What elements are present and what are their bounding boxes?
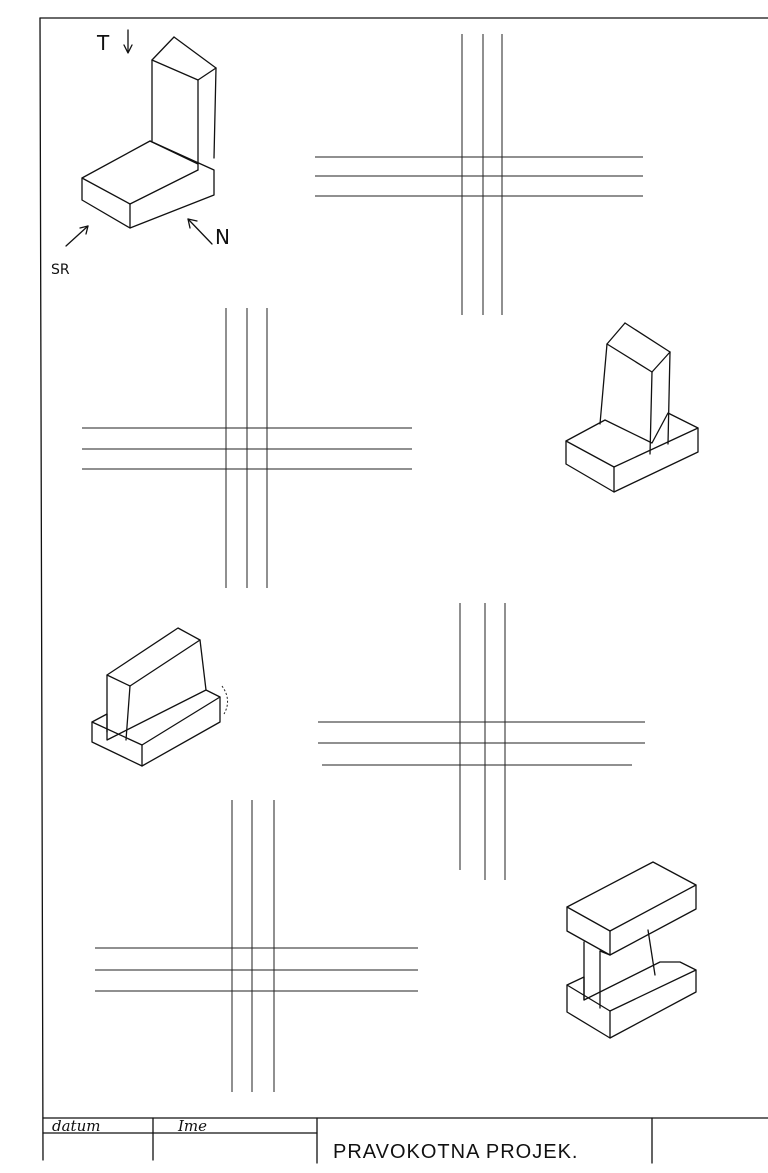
- projection-grid-1: [315, 34, 643, 315]
- projection-grid-3: [318, 603, 645, 880]
- view-label-side: N: [215, 225, 230, 249]
- view-arrow-front: SR: [51, 225, 89, 278]
- view-arrow-top: T: [96, 29, 133, 55]
- date-label: datum: [52, 1117, 100, 1135]
- isometric-object-3: [91, 627, 228, 767]
- isometric-object-1: [81, 36, 217, 229]
- name-label: Ime: [177, 1117, 207, 1135]
- title-block: datum Ime PRAVOKOTNA PROJEK.: [42, 1117, 653, 1164]
- view-label-front: SR: [51, 262, 70, 278]
- isometric-object-4: [566, 861, 697, 1039]
- projection-grid-2: [82, 308, 412, 588]
- drawing-title: PRAVOKOTNA PROJEK.: [333, 1141, 578, 1163]
- projection-grid-4: [95, 800, 418, 1092]
- sheet-border: [39, 17, 768, 1161]
- view-label-top: T: [96, 31, 110, 55]
- view-arrow-side: N: [187, 218, 230, 249]
- isometric-object-2: [565, 322, 699, 493]
